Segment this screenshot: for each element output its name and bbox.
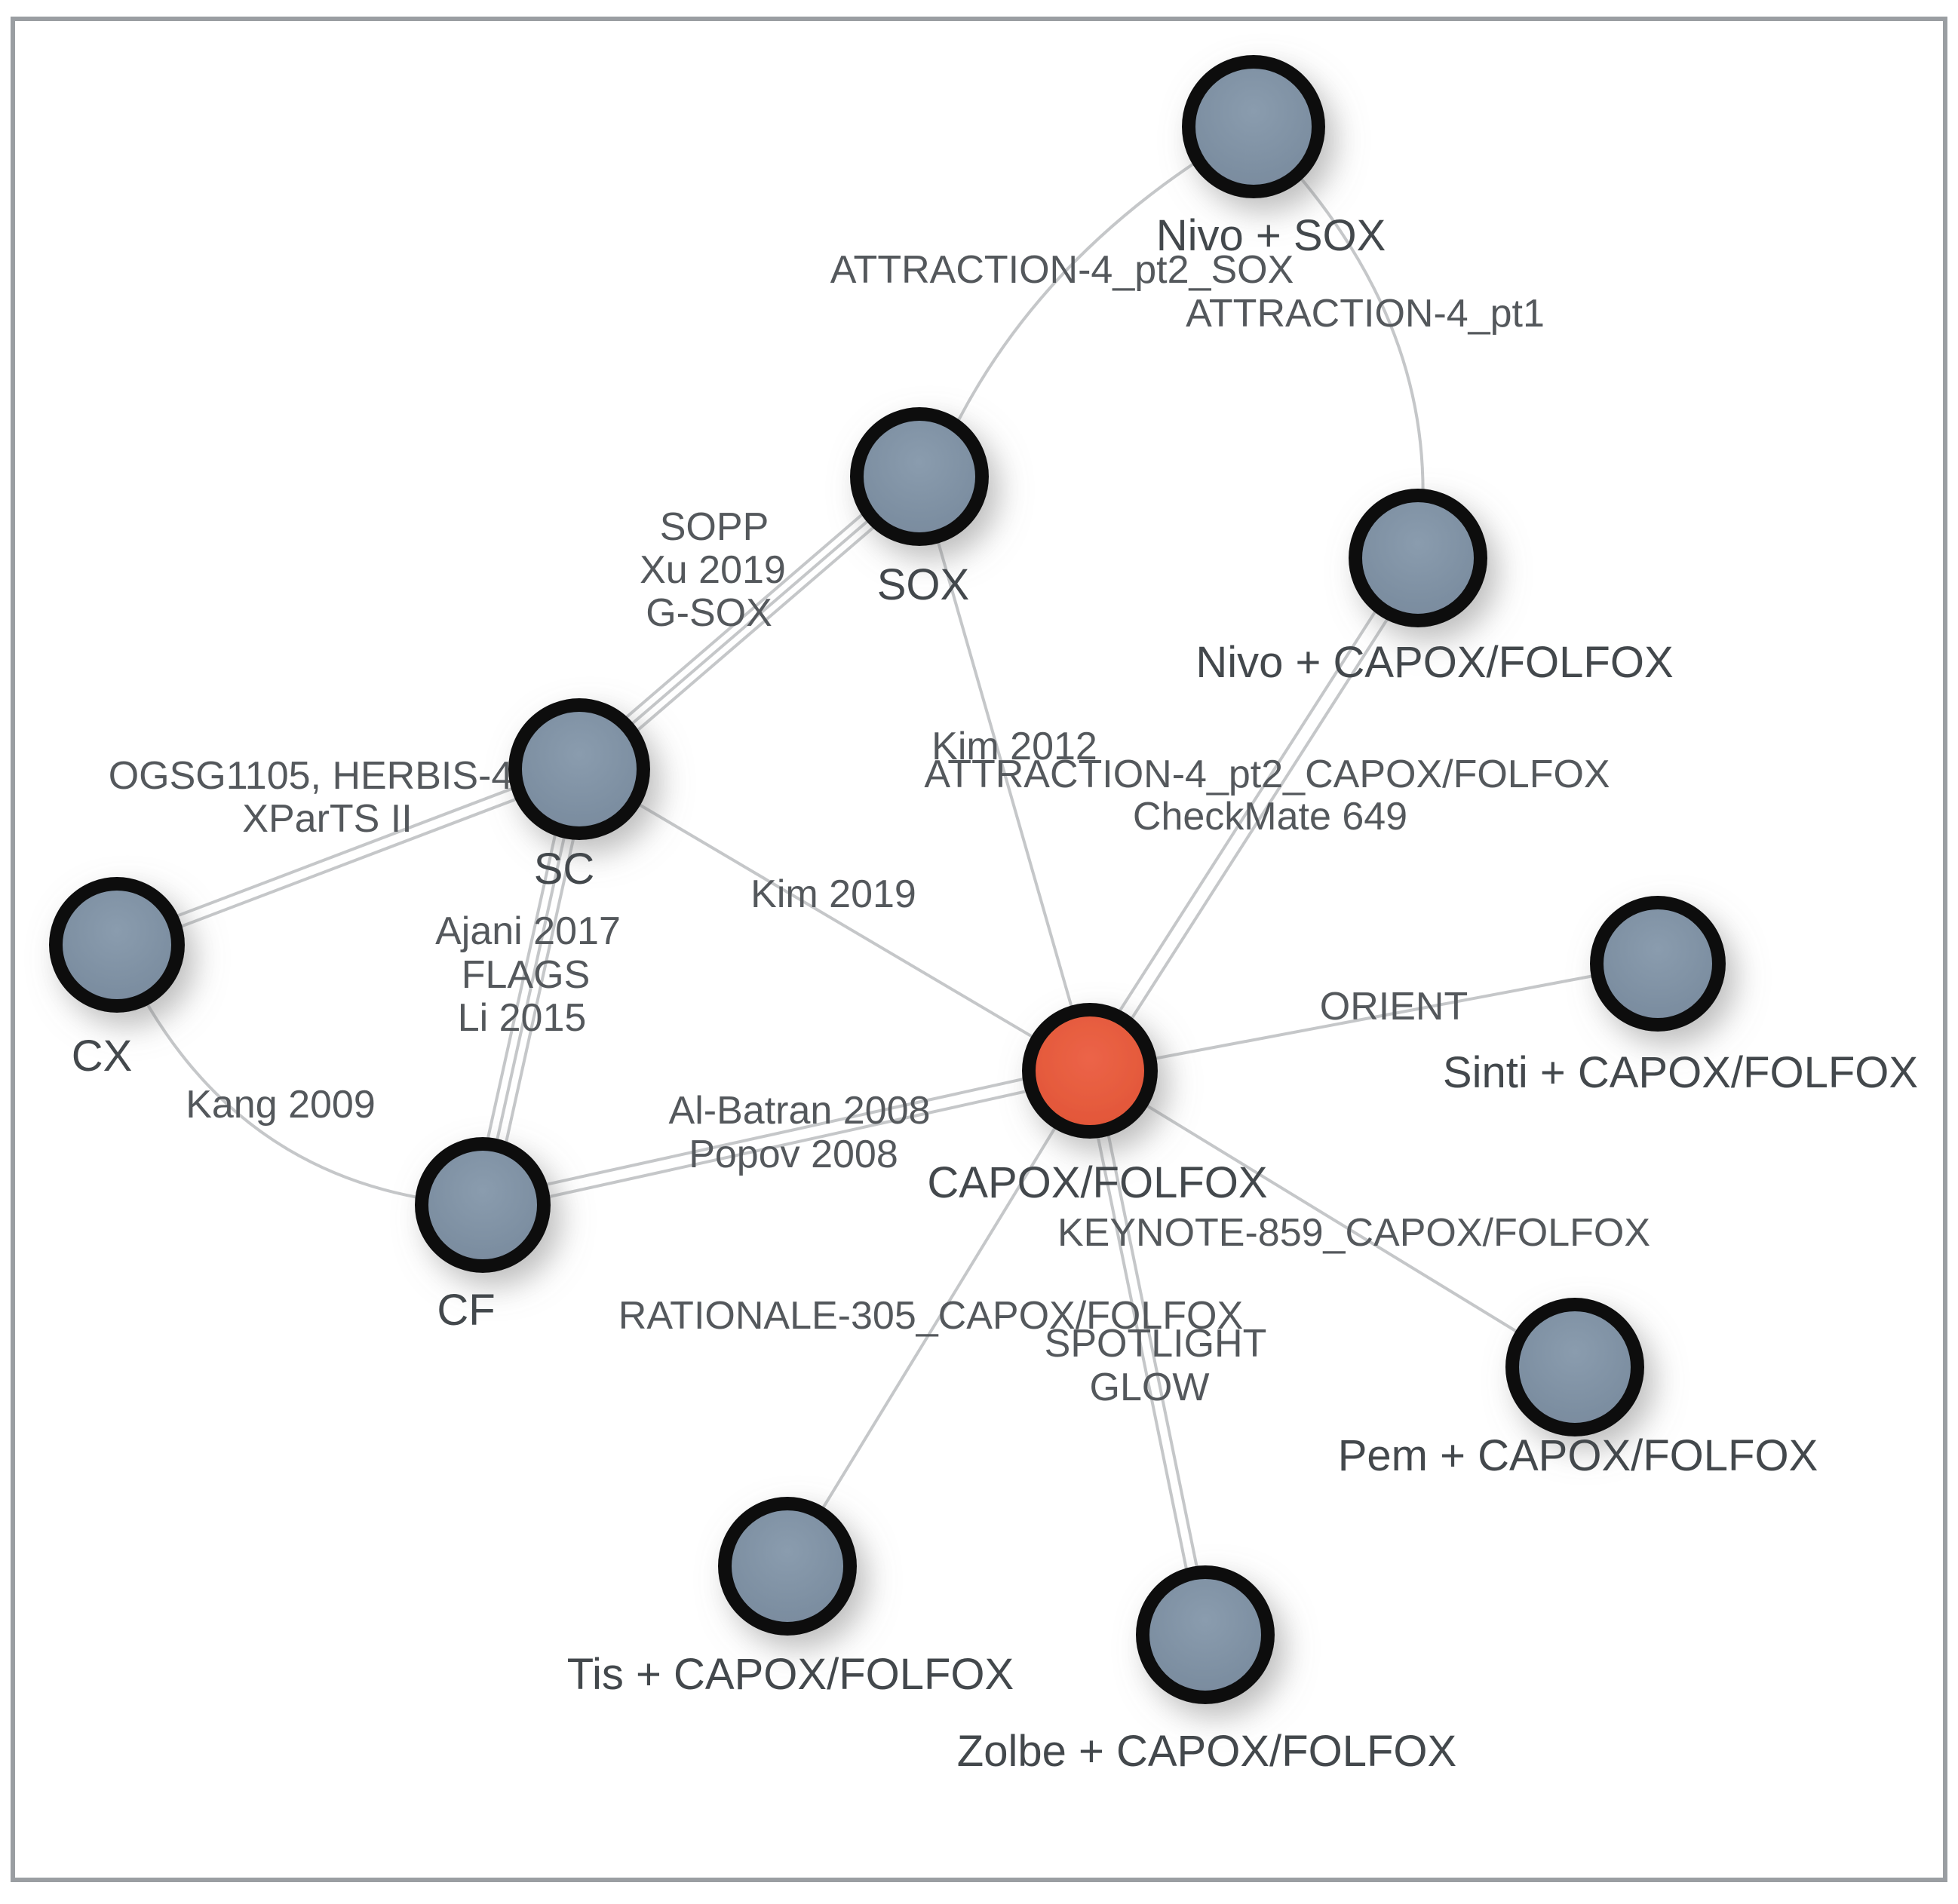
edge-sc--cx	[116, 774, 580, 952]
edge-capox-folfox--zolbe-capox-folfox	[1083, 1071, 1202, 1636]
edge-study-label: OGSG1105, HERBIS-4	[109, 754, 514, 798]
edge-study-label: ORIENT	[1320, 985, 1468, 1029]
edge-sox--capox-folfox	[918, 476, 1091, 1072]
treatment-node-circle-highlighted	[1022, 1003, 1158, 1139]
treatment-node-circle	[1505, 1298, 1644, 1436]
edge-nivo-capox-folfox--capox-folfox	[1082, 553, 1413, 1069]
node-label-tis-capox-folfox: Tis + CAPOX/FOLFOX	[567, 1650, 1014, 1699]
node-label-nivo-capox-folfox: Nivo + CAPOX/FOLFOX	[1195, 638, 1673, 687]
edge-study-label: Al-Batran 2008	[669, 1089, 931, 1133]
edge-study-label: ATTRACTION-4_pt1	[1186, 292, 1545, 336]
edge-study-label: RATIONALE-305_CAPOX/FOLFOX	[618, 1294, 1243, 1338]
edge-capox-folfox--sinti-capox-folfox	[1089, 962, 1659, 1072]
treatment-node-circle	[1349, 489, 1487, 627]
node-sox[interactable]	[850, 407, 989, 546]
node-label-zolbe-capox-folfox: Zolbe + CAPOX/FOLFOX	[957, 1727, 1456, 1776]
edge-study-label: XParTS II	[242, 797, 412, 841]
edge-study-label: SPOTLIGHT	[1045, 1322, 1267, 1366]
edge-study-label: Kang 2009	[186, 1083, 376, 1127]
figure-border	[11, 17, 1947, 1882]
node-nivo-capox-folfox[interactable]	[1349, 489, 1487, 627]
treatment-node-circle	[718, 1497, 857, 1636]
node-sinti-capox-folfox[interactable]	[1590, 896, 1726, 1032]
node-cx[interactable]	[49, 877, 185, 1013]
edge-nivo-capox-folfox--capox-folfox	[1094, 560, 1426, 1076]
edge-study-label: ATTRACTION-4_pt2_SOX	[830, 248, 1294, 292]
node-label-cx: CX	[72, 1032, 133, 1081]
treatment-node-circle	[850, 407, 989, 546]
edge-capox-folfox--zolbe-capox-folfox	[1094, 1069, 1212, 1635]
node-label-sox: SOX	[877, 560, 970, 609]
node-capox-folfox[interactable]	[1022, 1003, 1158, 1139]
edge-study-label: KEYNOTE-859_CAPOX/FOLFOX	[1057, 1211, 1650, 1255]
node-label-nivo-sox: Nivo + SOX	[1156, 211, 1386, 260]
node-label-cf: CF	[437, 1286, 495, 1335]
edge-cf--capox-folfox	[480, 1076, 1089, 1213]
edge-study-label: Kim 2012	[931, 725, 1097, 768]
edge-study-label: Xu 2019	[640, 548, 786, 592]
node-label-sinti-capox-folfox: Sinti + CAPOX/FOLFOX	[1443, 1048, 1918, 1097]
edge-study-label: Popov 2008	[689, 1133, 898, 1176]
node-tis-capox-folfox[interactable]	[718, 1497, 857, 1636]
edge-study-label: G-SOX	[646, 591, 772, 635]
edge-sox--sc	[578, 475, 921, 771]
edge-study-label: FLAGS	[462, 953, 591, 997]
edge-capox-folfox--tis-capox-folfox	[786, 1069, 1091, 1568]
edge-capox-folfox--pem-capox-folfox	[1088, 1069, 1576, 1369]
edge-sc--cf	[481, 768, 581, 1206]
node-label-sc: SC	[534, 845, 595, 894]
treatment-node-circle	[1590, 896, 1726, 1032]
edge-cx--cf	[115, 944, 483, 1206]
edge-sc--cf	[472, 766, 572, 1203]
treatment-node-circle	[1136, 1565, 1275, 1704]
node-zolbe-capox-folfox[interactable]	[1136, 1565, 1275, 1704]
node-label-pem-capox-folfox: Pem + CAPOX/FOLFOX	[1338, 1431, 1818, 1480]
edge-sc--cf	[490, 771, 590, 1208]
treatment-node-circle	[415, 1137, 551, 1273]
edge-sc--capox-folfox	[578, 768, 1091, 1072]
node-label-capox-folfox: CAPOX/FOLFOX	[927, 1158, 1267, 1207]
edge-study-label: CheckMate 649	[1133, 795, 1407, 839]
edge-sox--sc	[583, 482, 926, 777]
edge-study-label: SOPP	[660, 505, 769, 549]
node-pem-capox-folfox[interactable]	[1505, 1298, 1644, 1436]
node-sc[interactable]	[508, 698, 650, 840]
treatment-node-circle	[49, 877, 185, 1013]
edge-sox--sc	[572, 468, 916, 764]
treatment-node-circle	[508, 698, 650, 840]
edge-study-label: Li 2015	[458, 996, 587, 1040]
edge-study-label: GLOW	[1090, 1366, 1210, 1409]
node-cf[interactable]	[415, 1137, 551, 1273]
edge-sc--cx	[116, 762, 580, 940]
edge-cf--capox-folfox	[483, 1062, 1092, 1200]
treatment-node-circle	[1182, 55, 1325, 198]
edge-study-label: Ajani 2017	[435, 909, 621, 953]
edge-study-label: Kim 2019	[750, 872, 916, 916]
node-nivo-sox[interactable]	[1182, 55, 1325, 198]
edge-study-label: ATTRACTION-4_pt2_CAPOX/FOLFOX	[924, 753, 1610, 796]
